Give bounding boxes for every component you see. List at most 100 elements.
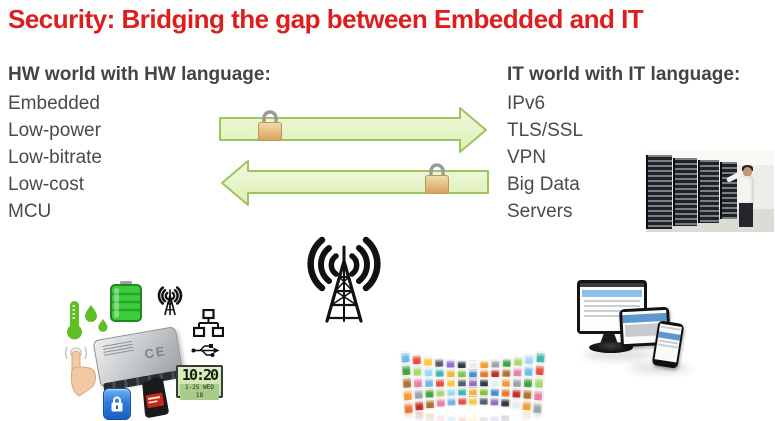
app-tile [501, 368, 512, 378]
hw-item: Embedded [8, 93, 100, 114]
app-tile [457, 387, 468, 397]
app-tile [400, 351, 411, 364]
app-tile [423, 367, 434, 378]
smartphone-device [651, 320, 685, 369]
it-world-section: IT world with IT language: IPv6 TLS/SSL … [507, 64, 740, 225]
monitor-stand-base [589, 342, 633, 353]
app-tile [511, 388, 522, 399]
server-room-photo [646, 150, 774, 232]
app-tile [468, 378, 478, 388]
app-tile [411, 354, 423, 366]
app-tile [511, 377, 523, 389]
app-wall-reflection [390, 407, 556, 421]
app-tile [424, 399, 436, 410]
it-item: IPv6 [507, 93, 546, 114]
app-tile [468, 369, 478, 379]
radio-tower-icon [307, 236, 381, 323]
text-line [584, 300, 640, 302]
app-tile [510, 399, 522, 410]
app-tile [445, 369, 456, 378]
app-tile [445, 378, 457, 388]
app-tile [468, 387, 478, 397]
app-wall-column [457, 416, 468, 421]
server-rack [698, 160, 719, 223]
battery-icon [110, 281, 142, 322]
technician-shirt [737, 176, 754, 204]
phone-screen [654, 323, 682, 363]
app-tile [522, 388, 533, 401]
app-wall-column [400, 407, 414, 421]
app-tile [446, 415, 457, 421]
app-wall-column [434, 414, 446, 421]
app-tile [413, 388, 424, 401]
server-rack [720, 162, 737, 219]
mcu-print-lines [102, 340, 134, 356]
wireless-antenna-icon [157, 286, 183, 316]
monitor-shadow [584, 350, 654, 360]
app-tile [457, 416, 468, 421]
app-tile [489, 397, 500, 407]
app-tile [489, 378, 501, 388]
app-tile [403, 407, 414, 420]
padlock-icon [425, 163, 449, 194]
app-tile [523, 354, 535, 366]
ethernet-icon [193, 309, 224, 337]
app-tile [500, 414, 511, 421]
app-tile [479, 360, 490, 369]
app-tile [424, 388, 435, 399]
hw-item: MCU [8, 201, 52, 222]
app-tile [412, 377, 424, 389]
it-item: Big Data [507, 174, 580, 195]
app-tile [501, 358, 512, 368]
app-wall-column [445, 359, 457, 407]
app-tile [457, 397, 468, 406]
technician-head [743, 167, 752, 177]
app-tile [435, 414, 446, 421]
app-wall-column [468, 416, 478, 421]
lcd-date: 1-25 WED 18 [180, 384, 219, 400]
app-tile [445, 359, 456, 369]
app-icons-wall-photo [390, 351, 556, 415]
app-wall-column [423, 412, 436, 421]
it-item: Servers [507, 201, 573, 222]
temperature-humidity-icon [67, 301, 108, 340]
app-wall-column [489, 359, 501, 407]
app-tile [424, 412, 436, 421]
app-tile [490, 359, 501, 369]
app-tile [478, 397, 489, 406]
app-tile [434, 368, 445, 378]
hw-section-header: HW world with HW language: [8, 64, 271, 85]
phone-shadow [630, 364, 690, 373]
sd-card-icon [142, 377, 169, 418]
app-tile [402, 389, 414, 402]
app-wall-column [478, 360, 490, 406]
app-tile [500, 378, 512, 388]
app-tile [456, 378, 468, 388]
app-tile [532, 407, 543, 420]
app-tile [423, 377, 435, 389]
lcd-clock-image: 10:20 1-25 WED 18 [176, 365, 223, 400]
app-tile [534, 364, 546, 377]
white-padlock-glyph [111, 396, 123, 412]
it-item: TLS/SSL [507, 120, 584, 141]
app-tile [512, 367, 523, 378]
app-tile [412, 365, 423, 378]
app-tile [523, 365, 534, 378]
text-line [584, 310, 640, 312]
app-tile [500, 388, 511, 398]
app-tile [435, 388, 446, 398]
responsive-devices-photo [570, 272, 775, 420]
app-tile [468, 396, 478, 406]
text-line [584, 315, 640, 317]
app-wall-column [532, 407, 546, 421]
app-wall-column [434, 358, 446, 408]
page-header-band [582, 290, 642, 297]
app-tile [478, 387, 489, 397]
app-tile [479, 369, 490, 379]
app-tile [478, 378, 490, 388]
app-tile [490, 369, 501, 378]
it-section-header: IT world with IT language: [507, 64, 741, 85]
app-tile [400, 364, 412, 377]
hw-item: Low-bitrate [8, 147, 102, 168]
